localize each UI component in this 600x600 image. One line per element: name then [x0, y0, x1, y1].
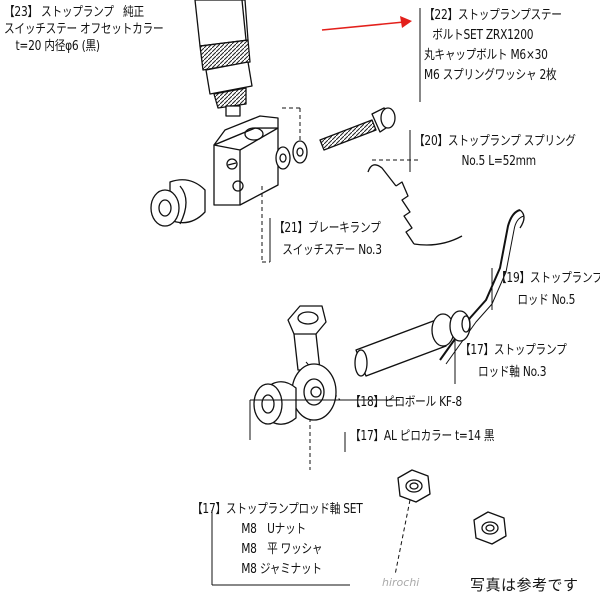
label-22-title: 【22】ストップランプステー [424, 8, 562, 23]
label-17-axle-title: 【17】ストップランプ [460, 343, 567, 358]
offset-collar [150, 179, 206, 227]
label-21-line2: スイッチステー No.3 [282, 243, 382, 258]
nuts [397, 469, 507, 545]
reference-note: 写真は参考です [470, 576, 579, 594]
label-22-line4: M6 スプリングワッシャ 2枚 [424, 68, 557, 83]
label-21-title: 【21】ブレーキランプ [274, 221, 381, 236]
label-18: 【18】ピロボール KF-8 [350, 394, 462, 411]
label-17-collar: 【17】AL ピロカラー t=14 黒 [350, 428, 495, 445]
label-19-title: 【19】ストップランプ [496, 271, 600, 286]
brake-switch-body [194, 0, 253, 117]
rod-axle [354, 310, 471, 377]
label-20-title: 【20】ストップランプ スプリング [414, 134, 576, 149]
spring-washers [275, 140, 308, 170]
label-17-collar-title: 【17】AL ピロカラー t=14 黒 [350, 429, 495, 444]
lamp-rod [439, 209, 525, 365]
cap-bolt [319, 107, 396, 151]
label-23-title: 【23】 ストップランプ [4, 5, 114, 20]
label-17-set-u-nut: M8 Uナット [241, 522, 306, 537]
label-18-title: 【18】ピロボール KF-8 [350, 395, 462, 410]
label-17-set-washer: M8 平 ワッシャ [241, 542, 323, 557]
label-22: 【22】ストップランプステー ボルトSET ZRX1200 丸キャップボルト M… [424, 6, 562, 86]
label-22-line3: 丸キャップボルト M6×30 [424, 48, 548, 63]
switch-bracket [213, 115, 279, 206]
label-21: 【21】ブレーキランプ スイッチステー No.3 [274, 218, 382, 262]
label-20-line2: No.5 L=52mm [461, 154, 537, 169]
return-spring [367, 164, 463, 246]
label-17-set-jam-nut: M8 ジャミナット [241, 562, 322, 577]
label-19-line2: ロッド No.5 [517, 293, 576, 308]
label-22-line2: ボルトSET ZRX1200 [432, 28, 534, 43]
label-20: 【20】ストップランプ スプリング No.5 L=52mm [414, 132, 576, 172]
label-17-axle-line2: ロッド軸 No.3 [478, 365, 547, 380]
label-17-set: 【17】ストップランプロッド軸 SET M8 Uナット M8 平 ワッシャ M8… [192, 500, 363, 580]
label-23-line3: t=20 内径φ6 (黒) [15, 39, 100, 54]
pillow-ball [287, 305, 337, 421]
label-17-axle: 【17】ストップランプ ロッド軸 No.3 [460, 340, 567, 384]
label-17-set-title: 【17】ストップランプロッド軸 SET [192, 502, 363, 517]
al-collar [253, 381, 297, 425]
red-arrow [321, 16, 412, 31]
label-23-line2: スイッチステー オフセットカラー [4, 22, 164, 37]
label-23-genuine: 純正 [123, 5, 144, 20]
watermark: hirochi [382, 576, 420, 589]
label-23: 【23】 ストップランプ 純正 スイッチステー オフセットカラー t=20 内径… [4, 4, 164, 55]
label-19: 【19】ストップランプ ロッド No.5 [496, 268, 600, 312]
label-brackets [211, 8, 493, 586]
